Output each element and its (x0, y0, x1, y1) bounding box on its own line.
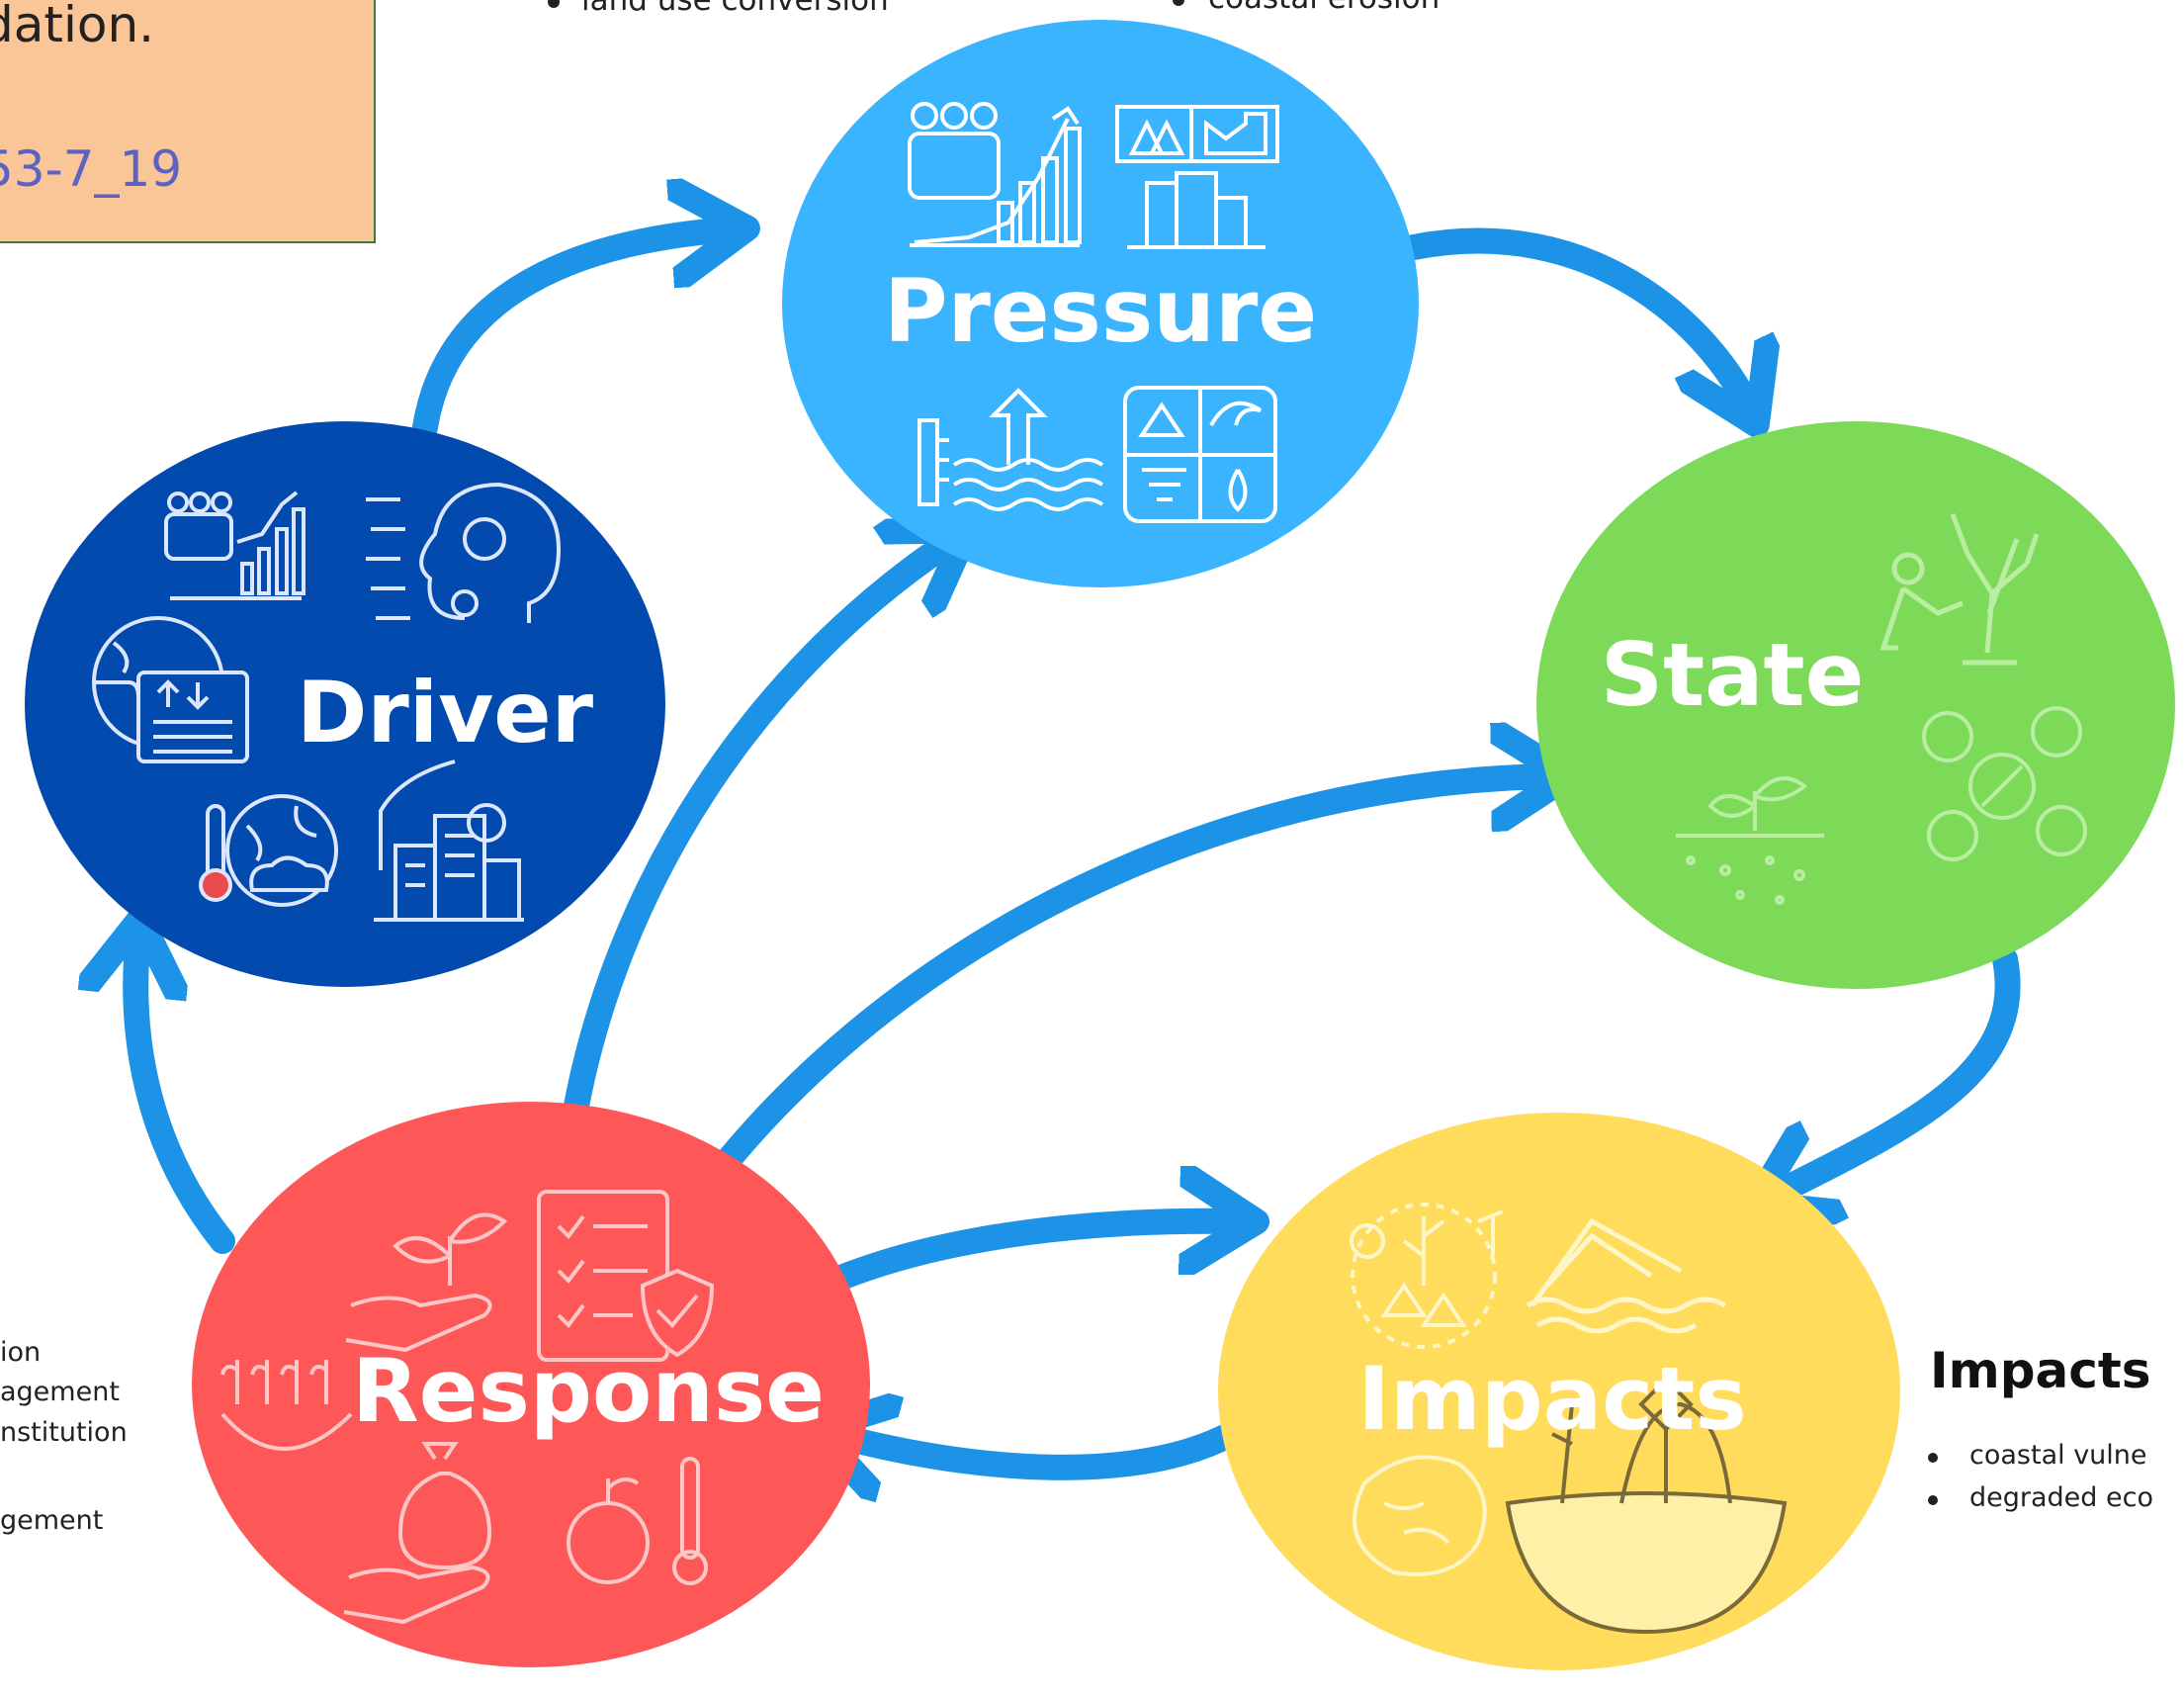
pressure-node: Pressure (782, 20, 1419, 587)
ecosystem-damage-icon (1350, 1203, 1504, 1349)
note-line-2: 53-7_19 (0, 140, 183, 198)
top-bullet-left (548, 0, 560, 8)
arrow-impacts-to-response (830, 1434, 1244, 1468)
climate-action-icon (567, 1457, 708, 1585)
urban-development-icon (374, 760, 524, 922)
plant-in-hand-icon (345, 1212, 508, 1353)
economy-globe-icon (92, 616, 249, 763)
impacts-node: Impacts (1218, 1113, 1900, 1670)
flood-house-icon (1526, 1217, 1727, 1334)
note-line-1: dation. (0, 0, 155, 53)
funding-icon (343, 1442, 492, 1625)
response-list-item-4: gement (0, 1505, 104, 1536)
impacts-label: Impacts (1357, 1348, 1746, 1450)
industry-forest-icon (1115, 105, 1279, 249)
biodiversity-icon (1922, 706, 2087, 861)
top-bullet-right-text: coastal erosion (1208, 0, 1440, 16)
arrow-pressure-to-state (1401, 227, 1750, 410)
arrow-driver-to-pressure (412, 229, 732, 440)
population-chart-icon (164, 491, 306, 600)
impacts-panel-title: Impacts (1930, 1342, 2151, 1399)
deforestation-icon (1879, 513, 2040, 666)
arrow-response-to-driver (135, 935, 235, 1254)
response-list-item-2: agement (0, 1377, 120, 1407)
impacts-bullet-2 (1928, 1495, 1938, 1505)
note-box: dation. 53-7_19 (0, 0, 376, 243)
sea-level-rise-icon (917, 388, 1104, 511)
state-label: State (1601, 624, 1865, 726)
top-bullet-right (1173, 0, 1184, 6)
impacts-panel-item-1: coastal vulne (1969, 1440, 2147, 1471)
response-list-item-1: ion (0, 1337, 42, 1368)
checklist-icon (537, 1190, 715, 1362)
arrow-response-to-state (694, 776, 1552, 1200)
disaster-icon (1123, 386, 1277, 523)
agriculture-icon (220, 1360, 353, 1451)
driver-label: Driver (297, 664, 594, 762)
impacts-bullet-1 (1928, 1453, 1938, 1463)
pressure-label: Pressure (884, 260, 1317, 362)
mindset-head-icon (366, 482, 562, 623)
climate-thermometer-icon (199, 794, 338, 907)
impacts-panel-item-2: degraded eco (1969, 1482, 2153, 1513)
plant-soil-icon (1676, 776, 1824, 905)
state-node: State (1536, 421, 2175, 989)
driver-node: Driver (25, 421, 665, 987)
response-list-item-3: nstitution (0, 1417, 128, 1448)
flooded-land-icon (1353, 1455, 1487, 1576)
response-node: Response (192, 1102, 870, 1667)
arrow-response-to-pressure (561, 539, 954, 1135)
arrow-response-to-impacts (788, 1221, 1241, 1308)
pollution-icon (1505, 1377, 1788, 1635)
arrow-state-to-impacts (1770, 946, 2021, 1197)
top-bullet-left-text: land use conversion (581, 0, 889, 18)
population-growth-icon (908, 102, 1082, 247)
response-label: Response (352, 1340, 825, 1442)
